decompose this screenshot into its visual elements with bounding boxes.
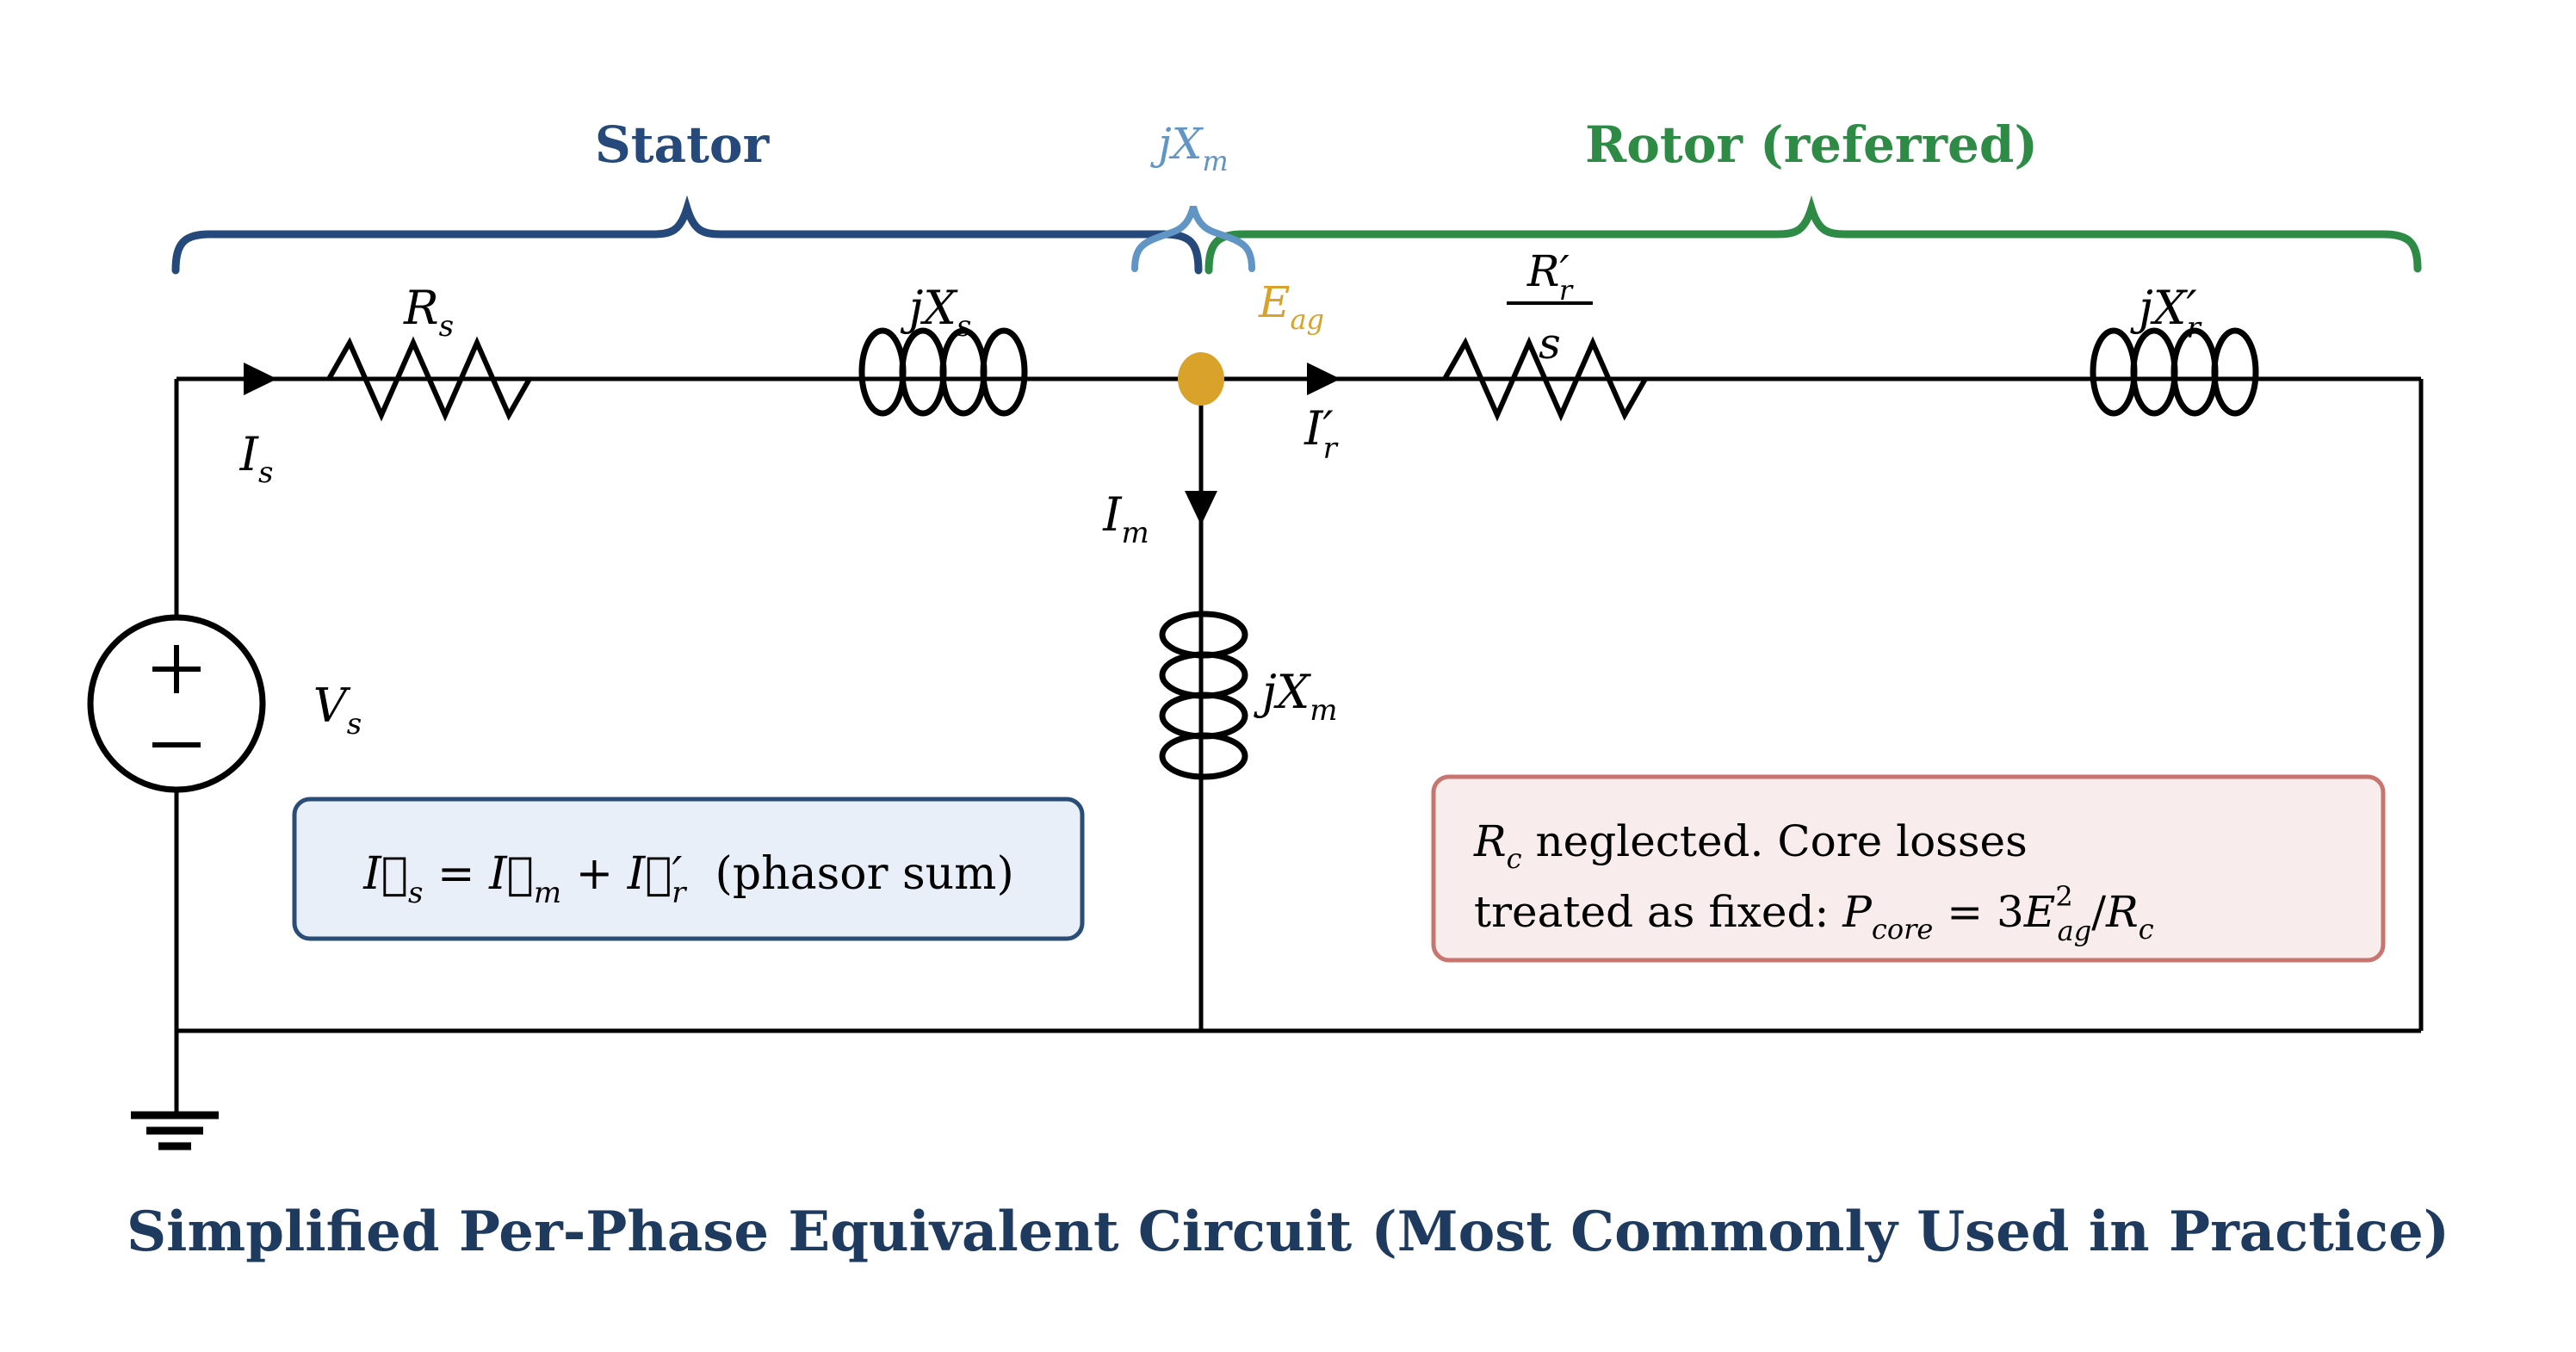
rotor-region-label: Rotor (referred) <box>1585 115 2038 174</box>
resistor-rs <box>326 336 532 422</box>
label-eag: Eag <box>1258 277 1324 336</box>
label-is: Is <box>239 427 274 490</box>
magnetizing-brace <box>1131 205 1255 272</box>
stator-brace <box>171 195 1203 275</box>
stator-region-label: Stator <box>595 115 771 174</box>
voltage-source <box>87 614 266 793</box>
label-ir: I′r <box>1303 401 1339 466</box>
label-jxm: jXm <box>1254 665 1337 728</box>
label-rr-numerator: R′r <box>1526 246 1574 307</box>
inductor-jxr <box>2090 327 2259 417</box>
label-jxs: jXs <box>901 281 972 344</box>
note-box-frame <box>1431 774 2386 963</box>
label-im: Im <box>1102 487 1149 550</box>
coil-loop <box>980 327 1028 417</box>
page-title: Simplified Per-Phase Equivalent Circuit … <box>127 1200 2449 1264</box>
label-rr-denominator: s <box>1539 319 1561 369</box>
ground-symbol <box>131 1111 219 1150</box>
label-rs: Rs <box>403 281 454 344</box>
source-circle <box>87 614 266 793</box>
is-current-arrow <box>244 363 277 395</box>
phasor-equation: I⃗s = I⃗m + I⃗′r(phasor sum) <box>362 848 1014 910</box>
coil-loop <box>1159 732 1248 780</box>
magnetizing-region-label: jXm <box>1149 119 1228 177</box>
airgap-node <box>1178 352 1224 406</box>
label-jxr: jX′r <box>2130 281 2201 345</box>
im-current-arrow <box>1185 491 1217 525</box>
inductor-jxs <box>858 327 1028 417</box>
phasor-formula-box: I⃗s = I⃗m + I⃗′r(phasor sum) <box>292 797 1085 941</box>
phasor-box-frame <box>292 797 1085 941</box>
resistor-rr <box>1442 336 1648 422</box>
ir-current-arrow <box>1307 363 1341 395</box>
note-line-1: Rc neglected. Core losses <box>1473 816 2028 875</box>
label-vs: Vs <box>313 679 362 741</box>
plus-sign <box>152 645 201 693</box>
coil-loop <box>2211 327 2259 417</box>
core-loss-note-box: Rc neglected. Core losses treated as fix… <box>1431 774 2386 963</box>
label-rr-fraction: R′r s <box>1507 246 1593 369</box>
inductor-jxm <box>1159 611 1248 780</box>
